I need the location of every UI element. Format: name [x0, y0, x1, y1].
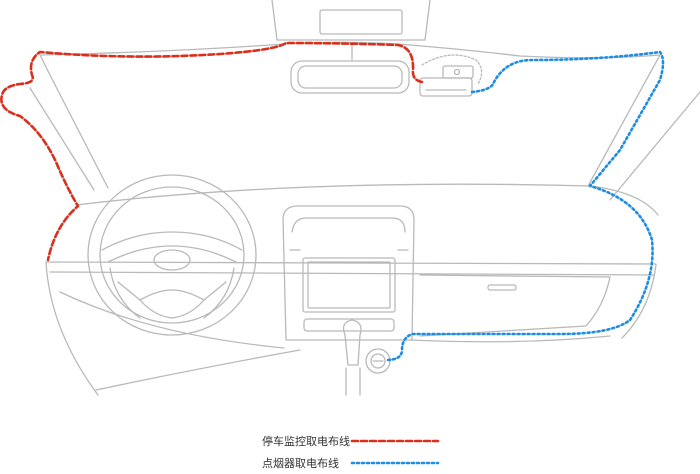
steering-wheel [87, 174, 257, 336]
dashboard-trim-line [49, 271, 655, 276]
rear-view-mirror-inner [297, 65, 403, 89]
glovebox [419, 274, 611, 337]
center-console [282, 205, 415, 341]
mirror-mount-window [319, 9, 403, 35]
right-a-pillar-inner [609, 91, 700, 201]
left-a-pillar-inner [29, 87, 95, 191]
gear-shifter [342, 319, 362, 396]
cigarette-lighter-wiring-route [384, 50, 665, 362]
glovebox-handle [487, 284, 517, 291]
car-interior-outline [29, 0, 700, 396]
right-door-line [621, 264, 657, 339]
right-a-pillar [587, 54, 661, 187]
lower-dash-floor [95, 349, 301, 391]
legend: 停车监控取电布线 点烟器取电布线 [262, 434, 440, 470]
left-door-line [45, 261, 99, 396]
legend-parking-label: 停车监控取电布线 [262, 434, 350, 448]
windshield-top-edge [39, 41, 661, 59]
dashcam-icon [419, 54, 483, 97]
parking-monitor-wiring-route [0, 41, 424, 262]
legend-lighter-label: 点烟器取电布线 [262, 456, 339, 470]
dashboard-lower-edge [45, 261, 657, 265]
mirror-mount [271, 0, 431, 41]
rear-view-mirror [290, 60, 410, 94]
dashboard-top [75, 183, 659, 216]
cigarette-lighter-socket-icon [365, 348, 391, 374]
center-console-screen [302, 257, 396, 313]
left-a-pillar [39, 54, 109, 189]
lower-dash-right [409, 335, 611, 343]
lower-dash-left [59, 291, 285, 349]
